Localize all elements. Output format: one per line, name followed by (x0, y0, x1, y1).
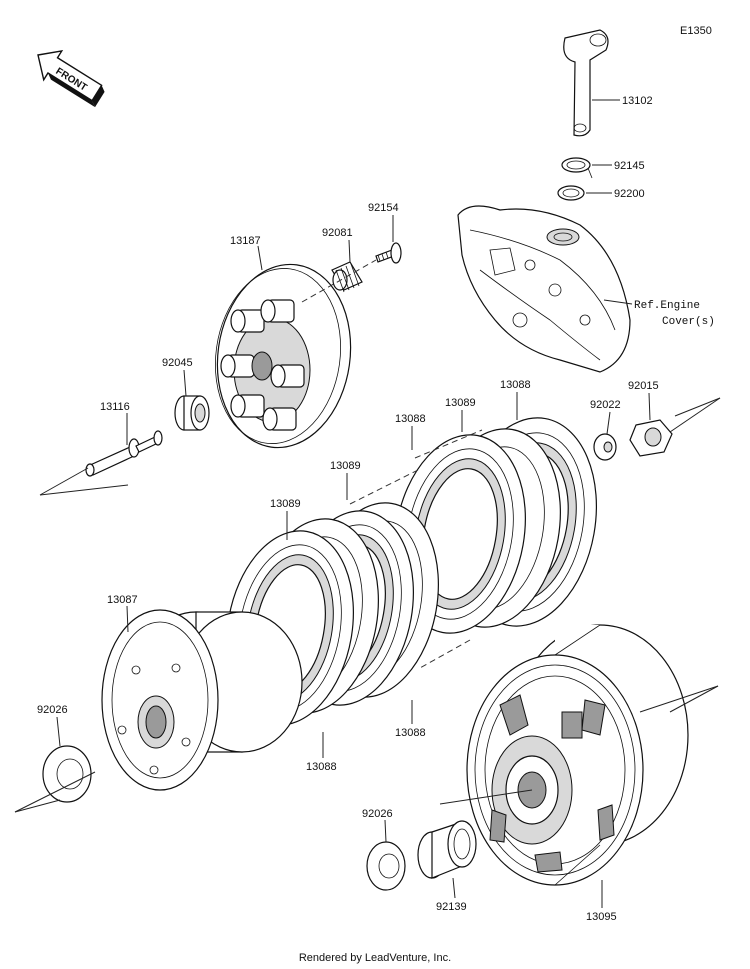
label-92139: 92139 (436, 901, 467, 913)
label-92045: 92045 (162, 357, 193, 369)
label-13089-low: 13089 (270, 498, 301, 510)
part-92145-spring (561, 157, 593, 179)
part-13187-pressure-plate (214, 263, 352, 449)
label-13089-top: 13089 (445, 397, 476, 409)
label-92145: 92145 (614, 160, 645, 172)
part-92154-bolt (375, 242, 402, 264)
label-13095: 13095 (586, 911, 617, 923)
label-92081: 92081 (322, 227, 353, 239)
label-13088-front: 13088 (306, 761, 337, 773)
ref-label-line1: Ref.Engine (634, 300, 700, 312)
part-92139-sleeve (417, 820, 477, 879)
part-13102-shaft (563, 29, 609, 137)
label-13089-mid: 13089 (330, 460, 361, 472)
label-92200: 92200 (614, 188, 645, 200)
part-13116-push-rod (85, 430, 163, 477)
engine-cover-reference (457, 205, 631, 373)
part-92026-washer-left (42, 745, 92, 803)
diagram-code: E1350 (680, 25, 712, 37)
part-92200-washer (557, 185, 585, 201)
label-13088-top: 13088 (500, 379, 531, 391)
part-13095-clutch-housing (466, 624, 689, 886)
footer-credit: Rendered by LeadVenture, Inc. (298, 952, 452, 964)
label-92026-bottom: 92026 (362, 808, 393, 820)
part-92022-washer (593, 433, 617, 461)
label-92015: 92015 (628, 380, 659, 392)
ref-label-line2: Cover(s) (662, 316, 715, 328)
label-92026-left: 92026 (37, 704, 68, 716)
label-13087: 13087 (107, 594, 138, 606)
label-13088-low: 13088 (395, 727, 426, 739)
label-13116: 13116 (100, 401, 130, 413)
front-arrow-icon: FRONT (37, 50, 105, 108)
label-13088-mid: 13088 (395, 413, 426, 425)
label-92022: 92022 (590, 399, 621, 411)
label-13187: 13187 (230, 235, 261, 247)
part-13087-clutch-hub (101, 609, 303, 791)
label-13102: 13102 (622, 95, 653, 107)
part-92015-nut (629, 419, 673, 457)
part-92026-washer-bottom (366, 841, 406, 891)
label-92154: 92154 (368, 202, 399, 214)
part-92045-bearing (174, 395, 210, 431)
